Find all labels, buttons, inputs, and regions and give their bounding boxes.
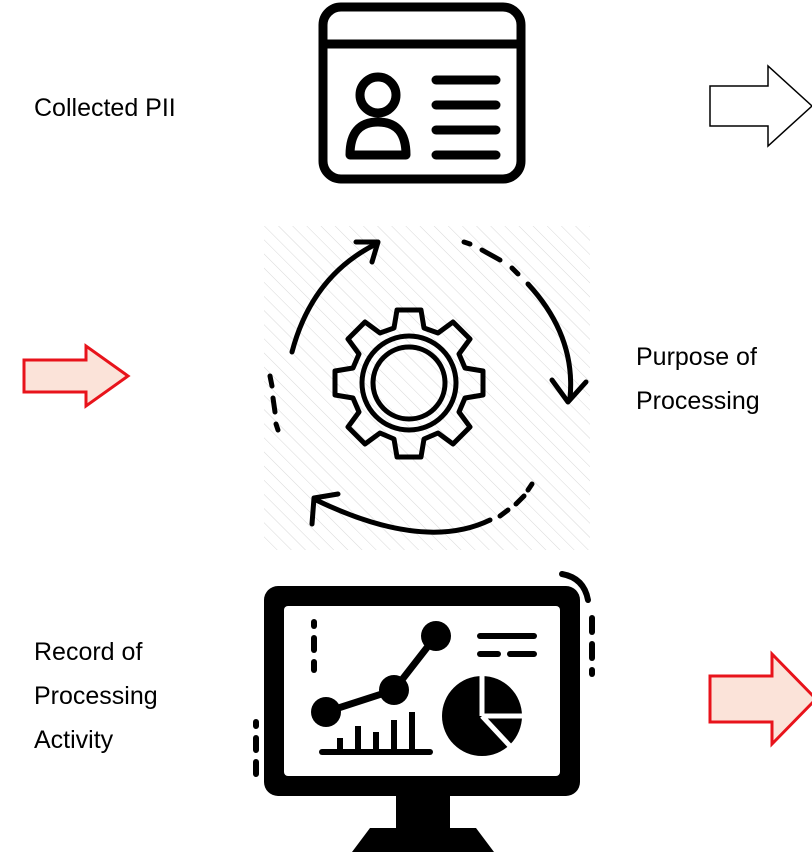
label-line: Collected PII — [34, 94, 176, 122]
arrow-right-red — [22, 343, 132, 409]
label-line: Processing — [636, 387, 760, 415]
label-line: Processing — [34, 682, 158, 710]
label-record-of-processing-activity: Record of Processing Activity — [34, 630, 158, 762]
label-purpose-of-processing: Purpose of Processing — [636, 335, 760, 423]
gear-cycle-icon — [264, 226, 590, 550]
label-line: Activity — [34, 726, 114, 754]
arrow-right-red — [708, 650, 812, 748]
arrow-right-outline — [708, 64, 812, 150]
label-line: Record of — [34, 638, 143, 666]
label-collected-pii: Collected PII — [34, 86, 176, 130]
id-card-icon — [318, 0, 528, 185]
analytics-monitor-icon — [244, 566, 604, 859]
label-line: Purpose of — [636, 343, 757, 371]
